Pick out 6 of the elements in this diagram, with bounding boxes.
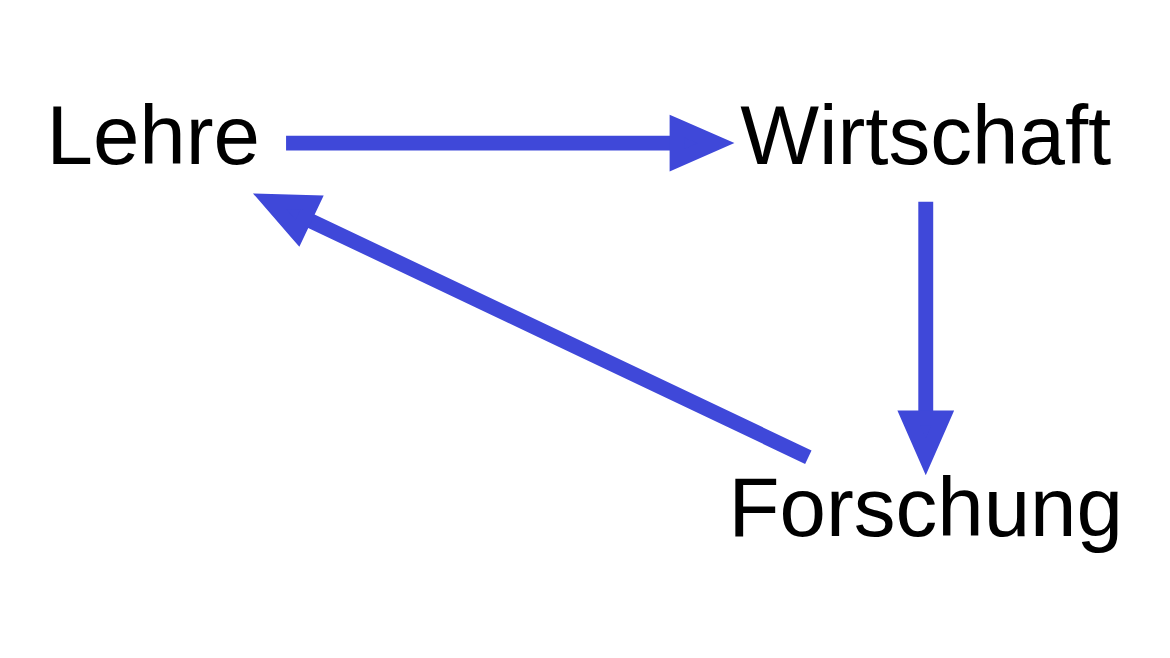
arrow (252, 192, 812, 464)
arrow (286, 114, 735, 171)
node-text: Wirtschaft (740, 87, 1112, 182)
node-text: Forschung (728, 459, 1124, 554)
arrow (897, 201, 955, 475)
node-text: Lehre (46, 87, 261, 182)
